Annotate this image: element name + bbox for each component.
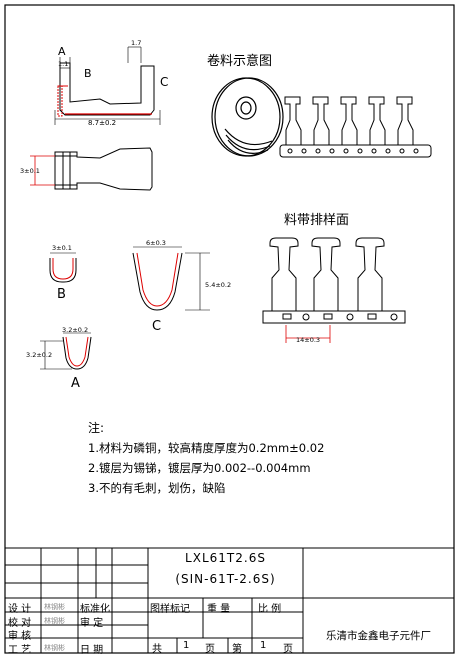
dim-side-height: 3±0.1	[20, 167, 40, 175]
section-a-view	[40, 332, 92, 370]
sheets-total-prefix: 共	[152, 644, 162, 655]
label-b-section: B	[57, 287, 66, 302]
notes-heading: 注:	[88, 421, 105, 435]
note-1: 1.材料为磷铜，较高精度厚度为0.2mm±0.02	[88, 441, 325, 455]
sheets-unit-1: 页	[205, 644, 215, 655]
sheets-current-prefix: 第	[232, 644, 242, 655]
label-a-section: A	[71, 376, 80, 391]
signoff-name-process: 林钢彬	[44, 644, 65, 652]
signoff-role-review: 审 核	[8, 631, 32, 642]
dim-b-width: 3±0.1	[52, 244, 72, 252]
reel-strip	[279, 96, 432, 158]
top-view	[30, 147, 153, 191]
section-b-view	[49, 252, 77, 283]
dim-c-height: 5.4±0.2	[205, 281, 231, 289]
dim-a-width: 3.2±0.2	[62, 326, 88, 334]
dim-c-top: 1.7	[131, 39, 141, 47]
part-number: LXL61T2.6S	[185, 551, 266, 565]
label-a-side: A	[58, 45, 66, 58]
dim-a-height: 3.2±0.2	[26, 351, 52, 359]
dim-pitch: 14±0.3	[296, 336, 320, 344]
signoff-role-check: 校 对	[8, 618, 32, 629]
label-c-section: C	[152, 319, 161, 334]
dim-c-width: 6±0.3	[146, 239, 166, 247]
note-3: 3.不的有毛刺，划伤，缺陷	[88, 481, 226, 495]
label-b-side: B	[84, 67, 92, 80]
reel-illustration	[211, 77, 284, 157]
signoff-role-design: 设 计	[8, 604, 32, 615]
reel-terminals	[284, 96, 414, 146]
section-c-view	[132, 246, 210, 311]
signoff-name-design: 林钢彬	[44, 603, 65, 611]
reel-title: 卷料示意图	[207, 53, 272, 69]
header-scale: 比 例	[258, 604, 282, 615]
part-model: (SIN-61T-2.6S)	[175, 572, 276, 586]
label-c-side: C	[160, 75, 168, 89]
strip-layout	[262, 237, 406, 343]
sheets-total: 1	[183, 640, 190, 651]
note-2: 2.镀层为锡锑，镀层厚为0.002--0.004mm	[88, 461, 311, 475]
header-weight: 重 量	[207, 604, 231, 615]
strip-title: 料带排样面	[284, 213, 349, 228]
dim-a-top: 1.1	[58, 60, 68, 68]
title-block-grid	[5, 547, 454, 653]
signoff-role-process: 工 艺	[8, 645, 32, 656]
reel-holes	[287, 148, 419, 154]
signoff-role2-date: 日 期	[80, 645, 104, 656]
sheets-current: 1	[260, 640, 267, 651]
sheet-border	[4, 4, 455, 654]
dim-length: 8.7±0.2	[88, 119, 116, 127]
company-name: 乐清市金鑫电子元件厂	[326, 630, 431, 642]
header-mark: 图样标记	[150, 604, 190, 615]
signoff-name-check: 林钢彬	[44, 617, 65, 625]
signoff-role2-approve: 审 定	[80, 618, 104, 629]
signoff-role2-standard: 标准化	[80, 604, 110, 615]
sheets-unit-2: 页	[283, 644, 293, 655]
side-profile-view	[54, 46, 161, 125]
